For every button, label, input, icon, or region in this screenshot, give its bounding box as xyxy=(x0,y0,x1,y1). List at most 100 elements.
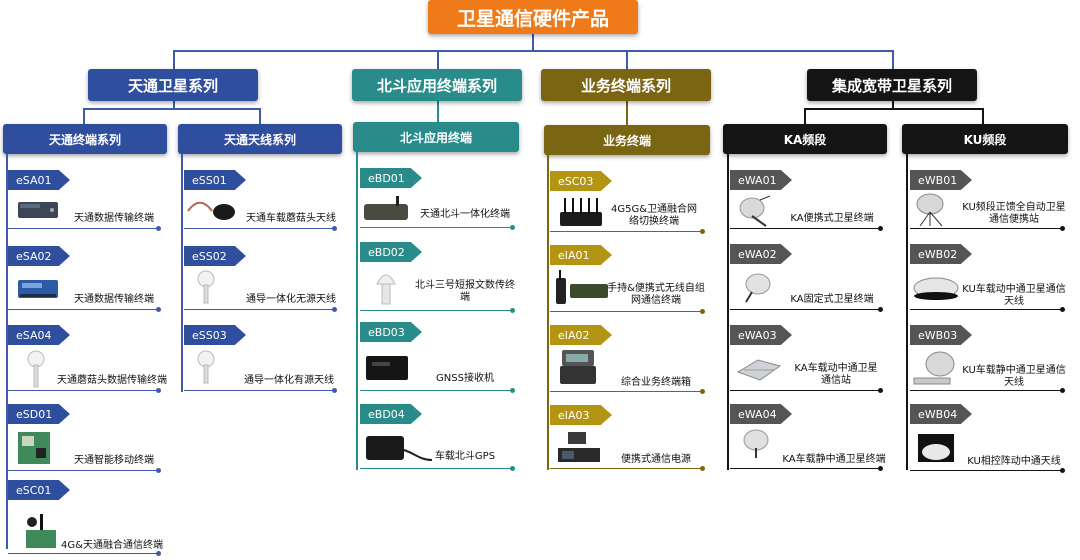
product-underline xyxy=(550,391,702,392)
product-code-tag: eIA03 xyxy=(550,405,612,425)
router-icon xyxy=(18,280,58,298)
product-underline xyxy=(184,390,334,391)
product-dot xyxy=(1060,388,1065,393)
product-dot xyxy=(1060,307,1065,312)
radome-icon xyxy=(913,277,959,300)
series-kuandai: 集成宽带卫星系列 xyxy=(807,69,977,101)
product-code-tag: eSD01 xyxy=(8,404,70,424)
mushroom-antenna-icon xyxy=(197,270,215,304)
dish-icon xyxy=(745,273,771,303)
mushroom-antenna-icon xyxy=(27,350,45,388)
product-code-tag: eSS03 xyxy=(184,325,246,345)
product-code-tag: eWB02 xyxy=(910,244,972,264)
product-dot xyxy=(878,466,883,471)
dish-icon xyxy=(739,195,771,227)
router-icon xyxy=(18,202,58,218)
column-header-ka: KA频段 xyxy=(723,124,887,154)
series-connector-4 xyxy=(892,50,894,70)
product-code-tag: eSA02 xyxy=(8,246,70,266)
product-code-tag: eBD04 xyxy=(360,404,422,424)
series-tiantong: 天通卫星系列 xyxy=(88,69,258,101)
product-code-tag: eSS02 xyxy=(184,246,246,266)
product-name: 天通北斗一体化终端 xyxy=(420,209,510,220)
product-underline xyxy=(360,310,512,311)
product-name: KU相控阵动中通天线 xyxy=(967,456,1061,467)
product-underline xyxy=(184,228,334,229)
phased-array-icon xyxy=(918,434,954,462)
product-underline xyxy=(910,390,1062,391)
series-connector-3 xyxy=(626,50,628,70)
product-underline xyxy=(910,470,1062,471)
product-underline xyxy=(8,470,158,471)
product-dot xyxy=(700,466,705,471)
product-name: 车载北斗GPS xyxy=(434,451,496,462)
product-name: 通导一体化无源天线 xyxy=(246,294,336,305)
flat-panel-icon xyxy=(736,359,782,381)
product-underline xyxy=(360,390,512,391)
product-dot xyxy=(700,309,705,314)
yewu-stem xyxy=(626,101,628,125)
product-underline xyxy=(8,228,158,229)
gps-unit-icon xyxy=(366,436,433,461)
product-code-tag: eSA04 xyxy=(8,325,70,345)
column-header-beidou: 北斗应用终端 xyxy=(353,122,519,152)
product-name: GNSS接收机 xyxy=(436,373,494,384)
product-code-tag: eIA01 xyxy=(550,245,612,265)
multi-antenna-icon xyxy=(560,198,602,226)
product-dot xyxy=(156,388,161,393)
mushroom-antenna-icon xyxy=(376,274,396,305)
receiver-box-icon xyxy=(366,356,408,380)
fusion-terminal-icon xyxy=(26,514,56,548)
column-2-spine xyxy=(356,152,358,470)
tripod-dish-icon xyxy=(916,193,944,227)
product-dot xyxy=(878,226,883,231)
product-code-tag: eBD03 xyxy=(360,322,422,342)
product-name: KU车载动中通卫星通信天线 xyxy=(962,284,1066,307)
product-name: 4G&天通融合通信终端 xyxy=(61,540,163,551)
tiantong-split-stem xyxy=(173,101,175,109)
product-code-tag: eWA04 xyxy=(730,404,792,424)
product-name: 天通车载蘑菇头天线 xyxy=(246,213,336,224)
column-5-spine xyxy=(906,154,908,470)
product-dot xyxy=(510,388,515,393)
product-dot xyxy=(156,307,161,312)
product-underline xyxy=(730,390,880,391)
product-name: 手持&便携式无线自组网通信终端 xyxy=(607,283,705,306)
product-code-tag: eSA01 xyxy=(8,170,70,190)
kuandai-split-stem xyxy=(892,101,894,109)
series-connector-1 xyxy=(173,50,175,70)
product-code-tag: eSC01 xyxy=(8,480,70,500)
product-dot xyxy=(332,388,337,393)
column-3-spine xyxy=(547,155,549,470)
product-underline xyxy=(360,227,512,228)
product-dot xyxy=(332,307,337,312)
product-underline xyxy=(8,390,158,391)
product-dot xyxy=(156,226,161,231)
case-icon xyxy=(560,350,596,384)
product-name: 天通智能移动终端 xyxy=(74,455,154,466)
rugged-box-icon xyxy=(364,196,408,220)
kuandai-split-left xyxy=(804,108,806,124)
mushroom-antenna-icon xyxy=(197,350,215,384)
product-underline xyxy=(8,309,158,310)
product-code-tag: eWB04 xyxy=(910,404,972,424)
root-title: 卫星通信硬件产品 xyxy=(428,0,638,34)
product-dot xyxy=(1060,226,1065,231)
product-dot xyxy=(878,307,883,312)
product-name: KU车载静中通卫星通信天线 xyxy=(962,365,1066,388)
product-underline xyxy=(8,553,158,554)
product-underline xyxy=(550,311,702,312)
column-header-tiantong-antenna: 天通天线系列 xyxy=(178,124,342,154)
product-code-tag: eIA02 xyxy=(550,325,612,345)
product-underline xyxy=(730,309,880,310)
dish-icon xyxy=(743,429,769,458)
product-name: 天通数据传输终端 xyxy=(74,213,154,224)
product-dot xyxy=(510,466,515,471)
product-code-tag: eSS01 xyxy=(184,170,246,190)
column-header-tiantong-terminal: 天通终端系列 xyxy=(3,124,167,154)
product-name: 天通数据传输终端 xyxy=(74,294,154,305)
product-code-tag: eWA01 xyxy=(730,170,792,190)
product-underline xyxy=(910,309,1062,310)
product-code-tag: eBD01 xyxy=(360,168,422,188)
kuandai-split-right xyxy=(982,108,984,124)
